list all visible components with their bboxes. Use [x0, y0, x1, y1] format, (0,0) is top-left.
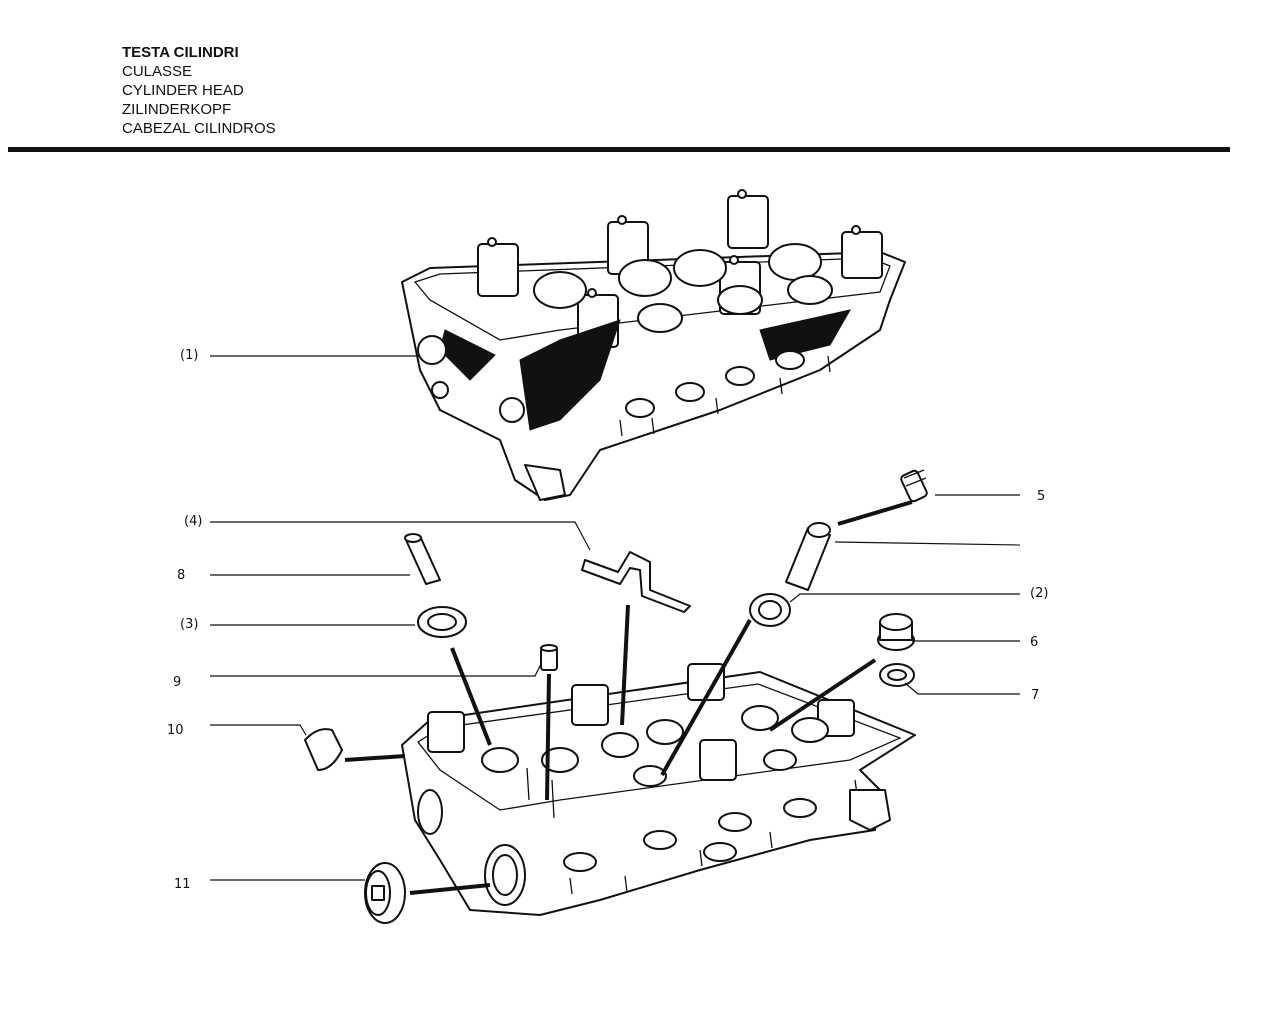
- callout-3: (3): [180, 617, 198, 632]
- part-11-threaded-plug: [364, 862, 406, 924]
- callout-1: (1): [180, 348, 198, 363]
- title-german: ZILINDERKOPF: [122, 101, 232, 118]
- part-10-half-plug: [304, 728, 343, 771]
- lower-cylinder-head: [401, 663, 916, 916]
- callout-9: 9: [173, 675, 181, 690]
- guide-tube: [785, 522, 831, 591]
- upper-cylinder-head: [401, 189, 906, 501]
- header-titles: TESTA CILINDRI CULASSE CYLINDER HEAD ZIL…: [122, 43, 276, 138]
- callout-4: (4): [184, 514, 202, 529]
- callout-2: (2): [1030, 586, 1048, 601]
- callout-5: 5: [1037, 489, 1045, 504]
- callout-11: 11: [174, 877, 191, 892]
- part-5-plug: [900, 469, 928, 503]
- part-9-dowel: [540, 644, 558, 671]
- callout-6: 6: [1030, 635, 1038, 650]
- part-6-cap: [877, 613, 915, 651]
- part-3-seal: [417, 606, 467, 638]
- part-2-ring: [749, 593, 791, 627]
- title-english: CYLINDER HEAD: [122, 82, 244, 99]
- title-italian: TESTA CILINDRI: [122, 44, 239, 61]
- callout-7: 7: [1031, 688, 1039, 703]
- leader-lines: [210, 355, 1021, 881]
- assembly-arrows: [344, 500, 913, 895]
- part-4-bracket: [581, 551, 691, 613]
- part-8-sleeve: [404, 533, 441, 585]
- title-spanish: CABEZAL CILINDROS: [122, 120, 276, 137]
- callout-8: 8: [177, 568, 185, 583]
- part-7-washer: [879, 663, 915, 687]
- callout-10: 10: [167, 723, 184, 738]
- header-rule: [8, 147, 1230, 152]
- title-french: CULASSE: [122, 63, 193, 80]
